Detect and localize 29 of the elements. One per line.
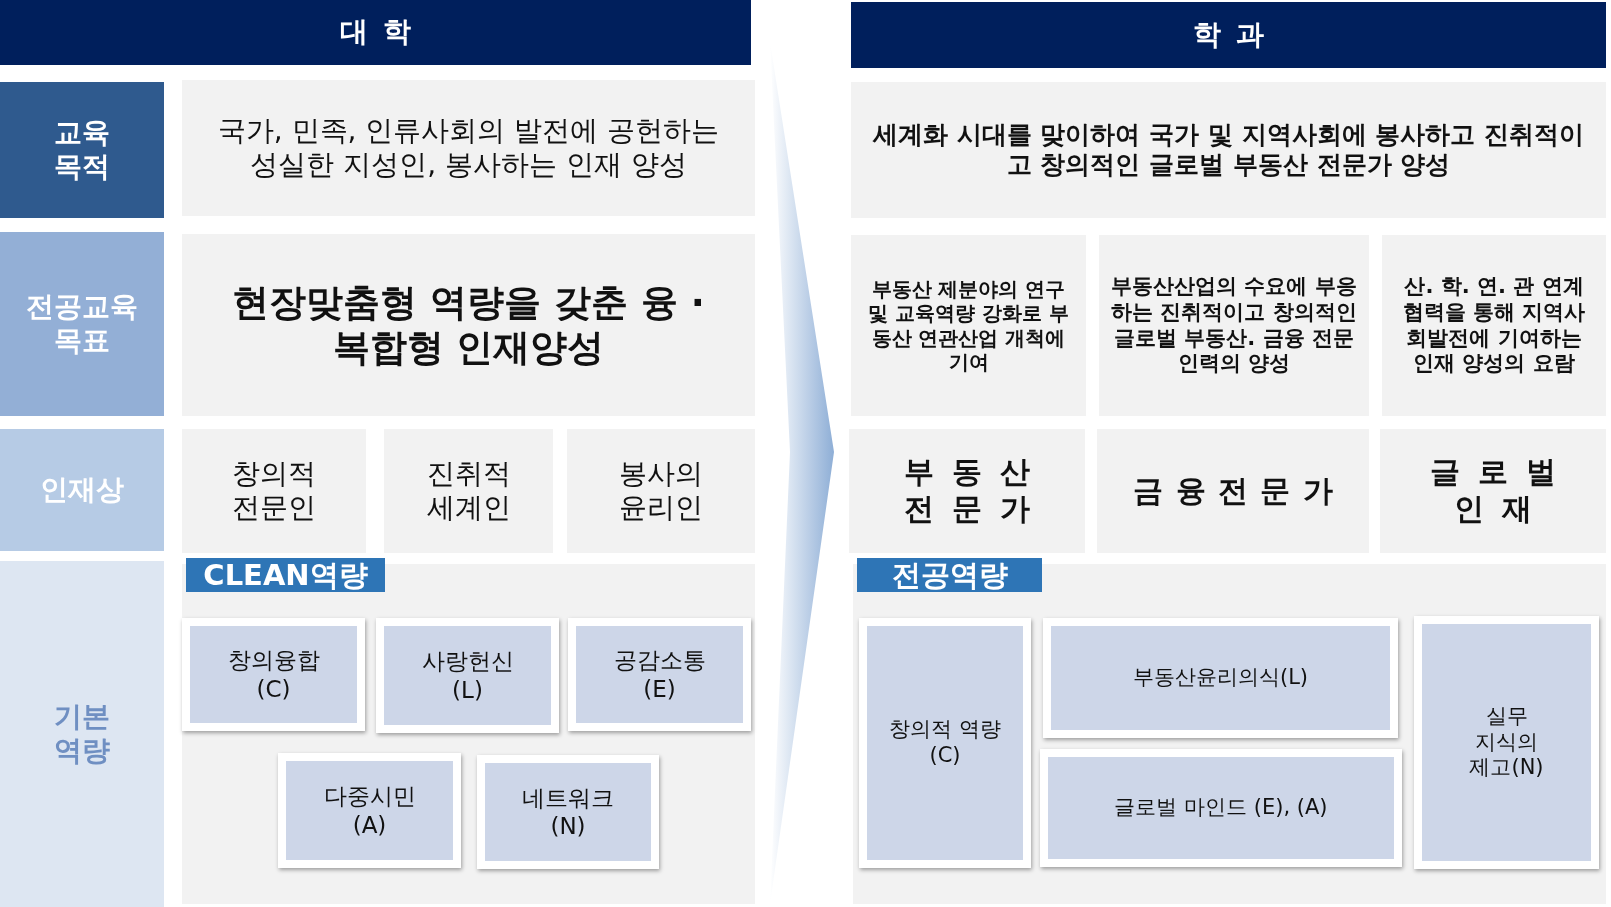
competency-box: 부동산윤리의식(L) xyxy=(1043,618,1398,738)
competency-box: 공감소통 (E) xyxy=(568,618,751,731)
text-box: 진취적 세계인 xyxy=(384,429,553,553)
text-box: 현장맞춤형 역량을 갖춘 융 ·복합형 인재양성 xyxy=(182,234,755,416)
competency-box: 글로벌 마인드 (E), (A) xyxy=(1040,749,1402,867)
row-label: 교육 목적 xyxy=(0,82,164,218)
text-box: 봉사의 윤리인 xyxy=(567,429,755,553)
section-tag: 전공역량 xyxy=(857,558,1042,592)
competency-box: 사랑헌신 (L) xyxy=(376,618,559,733)
text-box: 글 로 벌 인 재 xyxy=(1380,429,1606,553)
competency-box: 네트워크 (N) xyxy=(477,755,659,869)
text-box: 국가, 민족, 인류사회의 발전에 공헌하는 성실한 지성인, 봉사하는 인재 양성 xyxy=(182,80,755,216)
header-bar: 학 과 xyxy=(851,2,1606,68)
header-bar: 대 학 xyxy=(0,0,751,65)
competency-box: 창의적 역량(C) xyxy=(859,618,1031,868)
text-box: 금 융 전 문 가 xyxy=(1097,429,1369,553)
row-label: 기본 역량 xyxy=(0,561,164,907)
competency-box: 창의융합 (C) xyxy=(182,618,365,731)
row-label: 인재상 xyxy=(0,429,164,551)
text-box: 부 동 산 전 문 가 xyxy=(849,429,1085,553)
text-box: 산. 학. 연. 관 연계협력을 통해 지역사회발전에 기여하는 인재 양성의 요람 xyxy=(1382,235,1606,416)
text-box: 부동산산업의 수요에 부응하는 진취적이고 창의적인 글로벌 부동산. 금융 전문인력의 양성 xyxy=(1099,235,1369,416)
text-box: 창의적 전문인 xyxy=(182,429,366,553)
competency-box: 다중시민 (A) xyxy=(278,753,461,868)
text-box: 세계화 시대를 맞이하여 국가 및 지역사회에 봉사하고 진취적이고 창의적인 글로벌 부동산 전문가 양성 xyxy=(851,82,1606,218)
section-tag: CLEAN역량 xyxy=(186,558,385,592)
row-label: 전공교육 목표 xyxy=(0,232,164,416)
competency-box: 실무 지식의 제고(N) xyxy=(1414,616,1599,869)
text-box: 부동산 제분야의 연구 및 교육역량 강화로 부동산 연관산업 개척에 기여 xyxy=(851,235,1086,416)
